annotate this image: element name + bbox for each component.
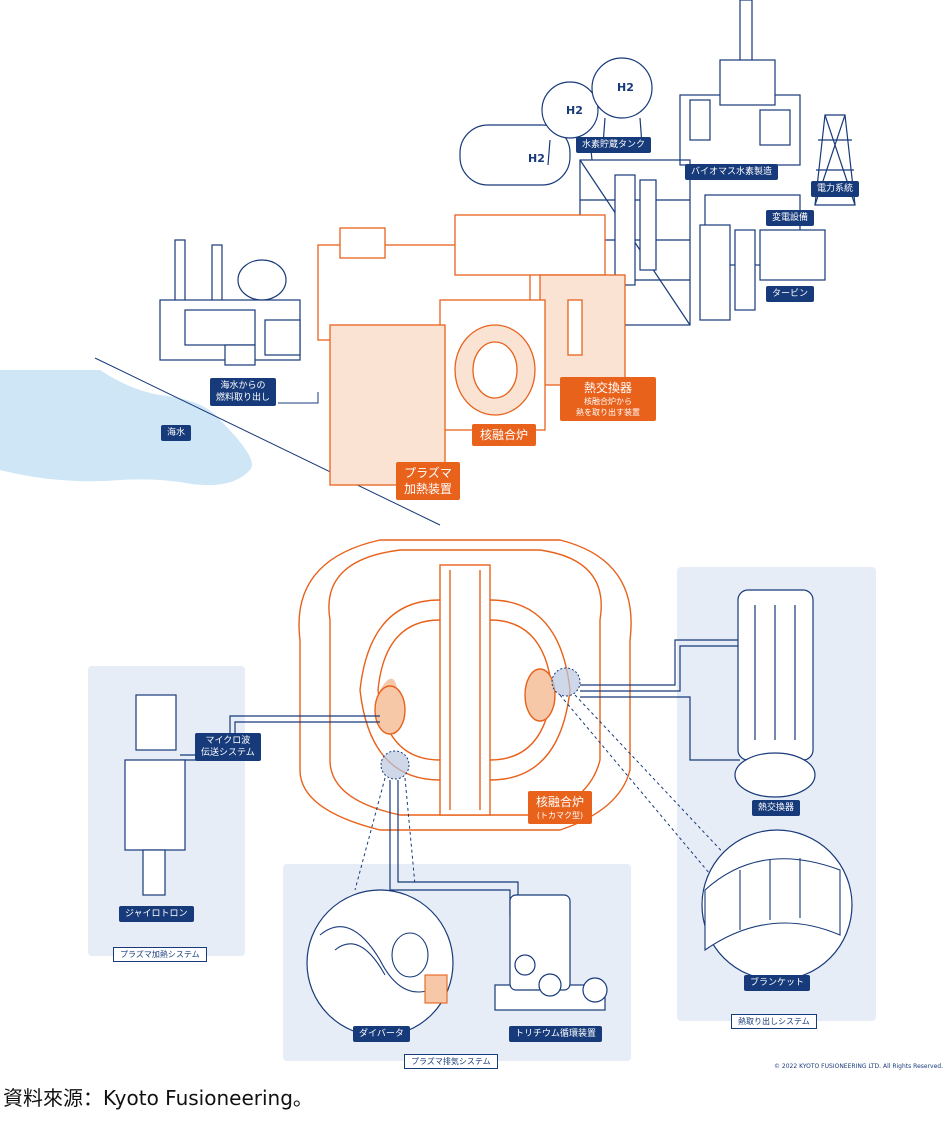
reactor-main-title: 核融合炉 (536, 795, 585, 809)
diagram-stage: H2 H2 H2 水素貯蔵タンク バイオマス水素製造 電力系統 変電設備 タービ… (0, 0, 876, 1069)
label-heat-extraction-system: 熱取り出しシステム (731, 1014, 817, 1029)
seawater-plant (159, 239, 301, 366)
label-microwave: マイクロ波 伝送システム (195, 733, 261, 761)
label-biomass: バイオマス水素製造 (685, 164, 779, 180)
tritium-device (494, 894, 608, 1011)
label-hydrogen-tank: 水素貯蔵タンク (576, 137, 652, 153)
label-reactor-top: 核融合炉 (472, 424, 537, 446)
shoreline (94, 357, 441, 526)
label-sea: 海水 (161, 425, 192, 441)
label-tritium: トリチウム循環装置 (509, 1026, 603, 1042)
label-heat-exchanger-top: 熱交換器 核融合炉から 熱を取り出す装置 (560, 377, 656, 421)
source-caption: 資料來源：Kyoto Fusioneering。 (3, 1086, 313, 1110)
label-seawater-fuel: 海水からの 燃料取り出し (210, 378, 277, 406)
divertor-focus (380, 750, 410, 780)
zoom-pointers (354, 694, 731, 891)
reactor-main-sub: (トカマク型) (536, 811, 584, 820)
label-plasma-heating-system: プラズマ加熱システム (113, 947, 207, 962)
label-heat-exchanger-right: 熱交換器 (752, 800, 801, 816)
label-plasma-exhaust-system: プラズマ排気システム (404, 1054, 498, 1069)
illustration (0, 0, 856, 1037)
label-reactor-main: 核融合炉 (トカマク型) (528, 791, 593, 824)
heat-exchanger-top-sub: 核融合炉から 熱を取り出す装置 (576, 397, 640, 417)
tokamak (298, 539, 632, 831)
substation-turbine (699, 194, 826, 321)
label-plasma-heating-top: プラズマ 加熱装置 (396, 462, 461, 500)
heat-exchanger-device (734, 589, 816, 798)
process-tower (579, 159, 691, 326)
label-blanket: ブランケット (744, 975, 811, 991)
label-divertor: ダイバータ (353, 1026, 410, 1042)
label-gyrotron: ジャイロトロン (119, 906, 194, 922)
label-power-grid: 電力系統 (811, 181, 860, 197)
blanket-focus (551, 667, 581, 697)
h2-mark-3: H2 (617, 81, 634, 94)
h2-mark-1: H2 (528, 152, 545, 165)
hydrogen-tanks (459, 57, 653, 186)
h2-mark-2: H2 (566, 104, 583, 117)
sea-area (0, 370, 252, 486)
copyright-text: © 2022 KYOTO FUSIONEERING LTD. All Right… (774, 1063, 943, 1070)
label-turbine: タービン (766, 286, 815, 302)
label-substation: 変電設備 (766, 210, 815, 226)
gyrotron (124, 694, 186, 896)
biomass-plant (679, 0, 801, 166)
fuel-arrow (278, 392, 319, 404)
heat-exchanger-top-title: 熱交換器 (583, 381, 632, 395)
